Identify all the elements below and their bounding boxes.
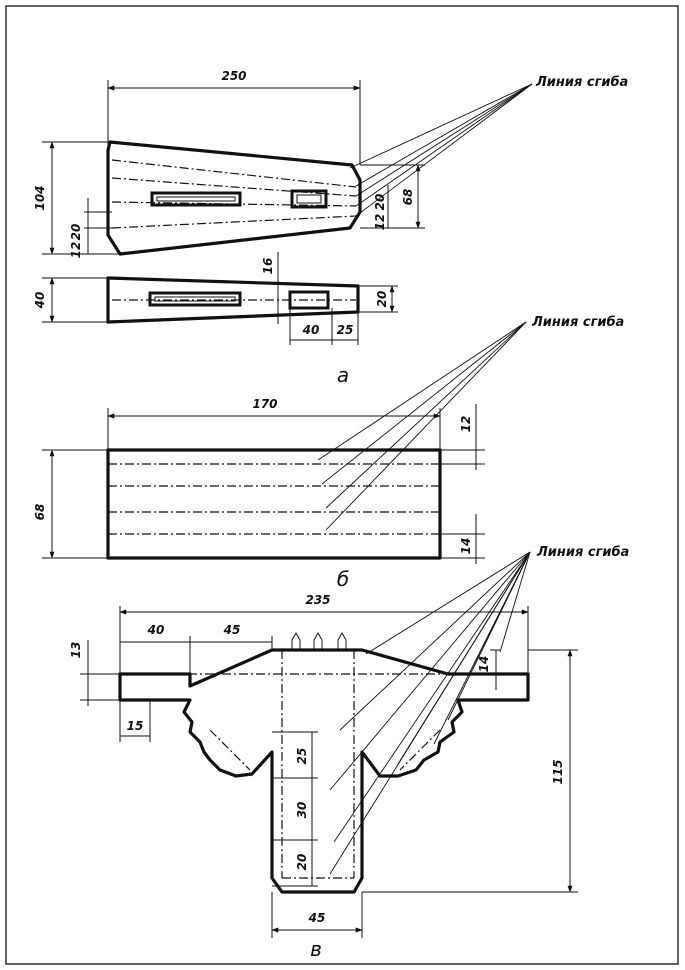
dim-c-45-top: 45 [223,623,241,637]
dim-b-170: 170 [252,397,277,411]
dim-c-30: 30 [295,802,309,819]
blank-a-top-outline [106,140,362,256]
dim-a-25: 25 [337,323,354,337]
dim-c-25: 25 [295,748,309,765]
dim-a-250: 250 [221,69,246,83]
dim-b-12: 12 [459,416,473,433]
view-a: 250 104 20 12 68 20 12 Линия сгиба [33,69,628,387]
dim-c-40: 40 [147,623,165,637]
dim-a-40-strip: 40 [302,323,320,337]
dim-c-45-bottom: 45 [308,911,326,925]
dim-c-15: 15 [127,719,144,733]
dim-a-20-left: 20 [69,224,83,241]
slot-short [290,189,328,209]
view-b: 170 68 12 14 Линия сгиба б [33,315,624,591]
dim-a-40-left: 40 [33,292,47,310]
dim-a-20-right: 20 [373,194,387,211]
dim-b-14: 14 [459,538,473,555]
dim-a-20-strip: 20 [375,291,389,308]
dim-c-115: 115 [551,759,565,784]
bend-line-label-c: Линия сгиба [536,545,629,560]
dim-a-104: 104 [33,185,47,210]
dim-c-20: 20 [295,854,309,871]
caption-b: б [337,567,349,591]
dim-a-12-right: 12 [373,214,387,231]
bend-line-label-b: Линия сгиба [531,315,624,330]
bend-line-label-a: Линия сгиба [535,75,628,90]
slot-long [150,191,242,207]
caption-c: в [310,937,322,961]
dim-a-12-left: 12 [69,242,83,259]
dim-c-235: 235 [305,593,330,607]
dim-a-68: 68 [401,189,415,206]
view-c: 235 40 45 13 15 14 25 30 20 115 [69,545,629,961]
dim-c-14: 14 [477,656,491,673]
sheet-frame [5,5,679,965]
caption-a: а [337,363,349,387]
dim-b-68: 68 [33,504,47,521]
dim-c-13: 13 [69,642,83,659]
blank-b-outline [106,448,442,560]
dim-a-16: 16 [261,258,275,275]
blank-c-outline [118,648,530,894]
